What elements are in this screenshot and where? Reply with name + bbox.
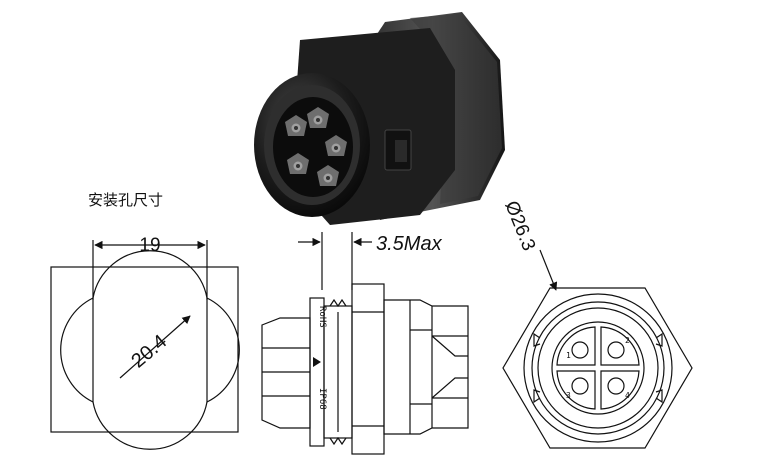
ip68-marking: IP68 bbox=[317, 388, 327, 410]
pin-number-1: 1 bbox=[566, 351, 571, 360]
pin-number-4: 4 bbox=[625, 391, 630, 400]
outer-diameter-value: Ø26.3 bbox=[500, 198, 539, 254]
mounting-hole-outline bbox=[60, 297, 240, 403]
hole-diameter-leader bbox=[119, 315, 191, 379]
mounting-hole-drawing: 安装孔尺寸 19 20.4 bbox=[50, 191, 240, 450]
side-nut bbox=[351, 283, 385, 455]
pin-number-3: 3 bbox=[566, 391, 571, 400]
side-rear-body bbox=[383, 299, 469, 435]
side-front-cap bbox=[261, 317, 311, 429]
front-pin-quadrants bbox=[556, 326, 640, 410]
connector-pins bbox=[285, 107, 347, 186]
hole-width-value: 19 bbox=[139, 235, 160, 256]
rohs-marking: RoHS bbox=[317, 306, 327, 328]
outer-diameter-leader bbox=[539, 249, 558, 291]
panel-thickness-value: 3.5Max bbox=[376, 233, 443, 255]
front-view-drawing: Ø26.3 1 2 3 4 bbox=[500, 198, 693, 449]
side-view-drawing: 3.5Max RoHS IP68 bbox=[261, 232, 469, 455]
front-hex-outline bbox=[502, 287, 693, 449]
front-outer-ring bbox=[523, 293, 673, 443]
mounting-hole-title: 安装孔尺寸 bbox=[88, 191, 163, 209]
connector-photo bbox=[254, 12, 505, 225]
panel-outline bbox=[50, 266, 239, 433]
pin-number-2: 2 bbox=[625, 336, 630, 345]
